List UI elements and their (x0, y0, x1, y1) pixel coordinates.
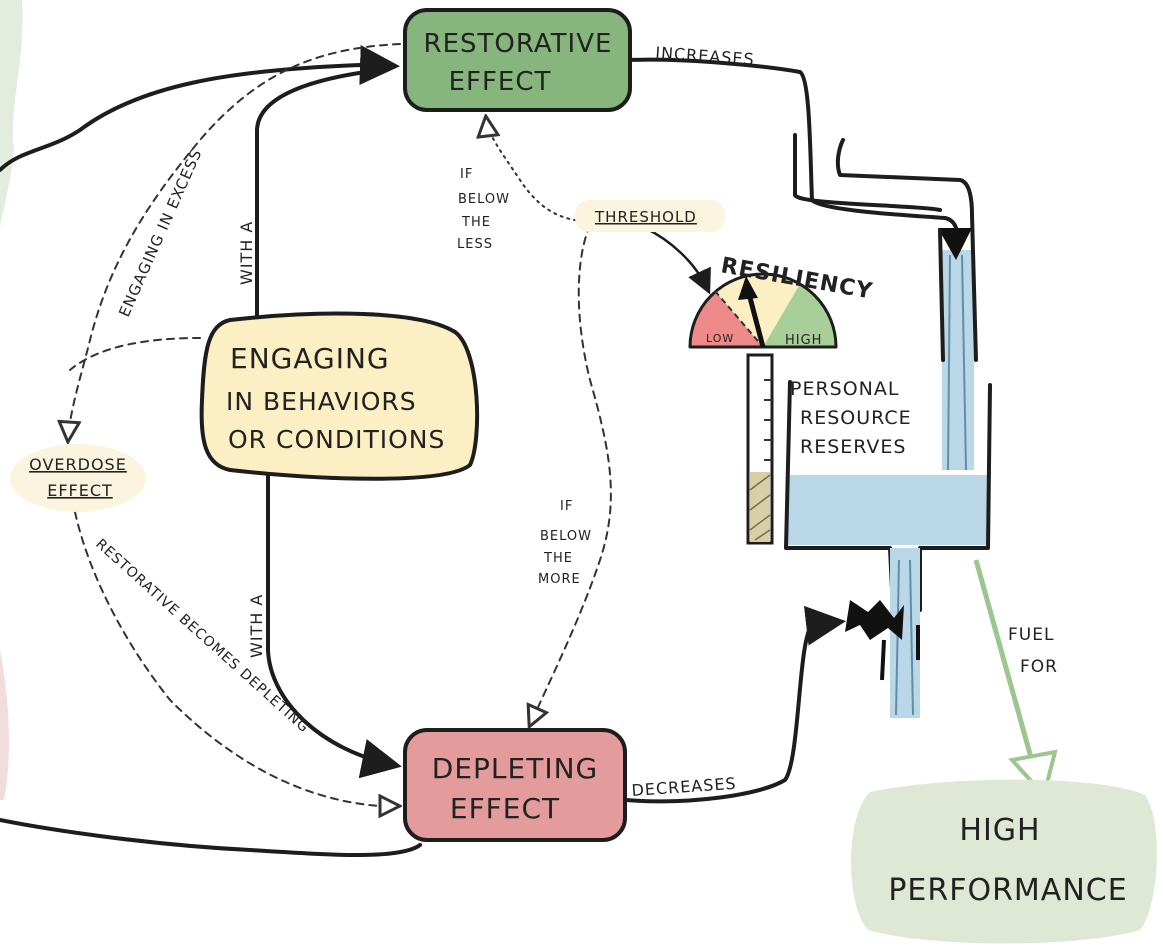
node-engaging-behaviors: ENGAGING IN BEHAVIORS OR CONDITIONS (199, 311, 480, 481)
gauge-high-label: HIGH (785, 333, 822, 348)
overdose-blob (10, 444, 146, 512)
connector-engaging-to-overdose (69, 337, 201, 371)
inflow-stream (942, 250, 974, 470)
gauge-needle (745, 289, 766, 348)
connector-engaging-to-depleting (266, 468, 402, 779)
reserves-label-line2: RESOURCE (800, 407, 912, 429)
connector-engaging-in-excess (68, 43, 401, 440)
threshold-bg (575, 200, 725, 232)
label-if-below-less-4: LESS (457, 237, 493, 252)
depleting-label-line2: EFFECT (450, 792, 560, 825)
left-background-blob-bottom (0, 650, 9, 800)
restorative-box (403, 8, 632, 112)
connector-depleting-decreases (624, 605, 846, 804)
connector-threshold-pointer (643, 226, 711, 295)
connector-engaging-to-restorative (255, 68, 382, 322)
connector-overdose-to-depleting (74, 511, 398, 806)
inflow-arrow-head (938, 228, 972, 260)
gauge-mid-segment (715, 273, 800, 347)
meter-fill-hatch (749, 474, 771, 541)
meter-fill (750, 472, 770, 542)
connector-restorative-increases (628, 57, 960, 242)
inflow-pipe (793, 133, 942, 212)
tank-water (786, 475, 990, 545)
overdose-label-line2: EFFECT (47, 481, 113, 500)
label-if-below-more-1: IF (560, 499, 573, 514)
node-restorative-effect: RESTORATIVE EFFECT (403, 8, 632, 112)
reserves-label-line1: PERSONAL (790, 378, 899, 400)
gauge-needle-head (738, 276, 758, 300)
engaging-label-line2: IN BEHAVIORS (226, 387, 417, 416)
pipe-vertical-right (970, 213, 978, 362)
label-fuel-for-line1: FUEL (1008, 625, 1054, 645)
threshold-label: THRESHOLD (594, 208, 697, 226)
outflow-stream-lines (895, 559, 914, 716)
outflow-valve (845, 600, 904, 640)
fuel-for-arrow (973, 559, 1043, 791)
node-overdose-effect: OVERDOSE EFFECT (10, 444, 146, 512)
gauge-outline (688, 272, 838, 349)
resiliency-gauge: LOW HIGH RESILIENCY (688, 253, 875, 349)
gauge-low-segment (689, 291, 763, 347)
gauge-low-label: LOW (706, 332, 734, 345)
label-if-below-more-4: MORE (538, 572, 581, 587)
connector-threshold-more (530, 224, 612, 725)
label-if-below-more-3: THE (543, 551, 573, 566)
engaging-label-line3: OR CONDITIONS (228, 425, 445, 454)
connector-left-to-restorative (0, 45, 400, 172)
gauge-threshold-dash (714, 290, 764, 348)
label-engaging-in-excess: ENGAGING IN EXCESS (115, 146, 205, 320)
label-with-a-top: WITH A (237, 221, 256, 285)
label-if-below-less-1: IF (460, 167, 473, 182)
label-if-below-more-2: BELOW (540, 529, 592, 544)
meter-ticks (764, 379, 772, 461)
high-performance-line1: HIGH (959, 813, 1040, 848)
left-background-blob-top (0, 0, 23, 230)
label-with-a-bottom: WITH A (247, 594, 266, 658)
inflow-pipe-outer (835, 138, 974, 217)
connector-threshold-less (486, 118, 591, 223)
reserves-label-line3: RESERVES (800, 436, 907, 458)
high-performance-line2: PERFORMANCE (888, 873, 1127, 908)
inflow-stream-lines (947, 254, 967, 471)
pipe-vertical-left (938, 228, 945, 362)
depleting-label-line1: DEPLETING (432, 752, 598, 785)
connector-left-to-depleting (0, 818, 422, 857)
engaging-blob (199, 311, 480, 481)
node-depleting-effect: DEPLETING EFFECT (403, 728, 627, 842)
label-fuel-for-line2: FOR (1020, 657, 1058, 677)
overdose-label-line1: OVERDOSE (29, 455, 127, 474)
reserves-meter (746, 353, 774, 545)
high-performance-blob (850, 779, 1157, 944)
restorative-label-line1: RESTORATIVE (424, 29, 613, 59)
depleting-box (403, 728, 627, 842)
outflow-drips (880, 625, 920, 681)
label-increases: INCREASES (655, 43, 756, 69)
label-if-below-less-3: THE (461, 215, 491, 230)
engaging-label-line1: ENGAGING (230, 342, 390, 375)
label-if-below-less-2: BELOW (458, 192, 510, 207)
restorative-label-line2: EFFECT (449, 67, 552, 97)
node-high-performance: HIGH PERFORMANCE (850, 779, 1157, 944)
